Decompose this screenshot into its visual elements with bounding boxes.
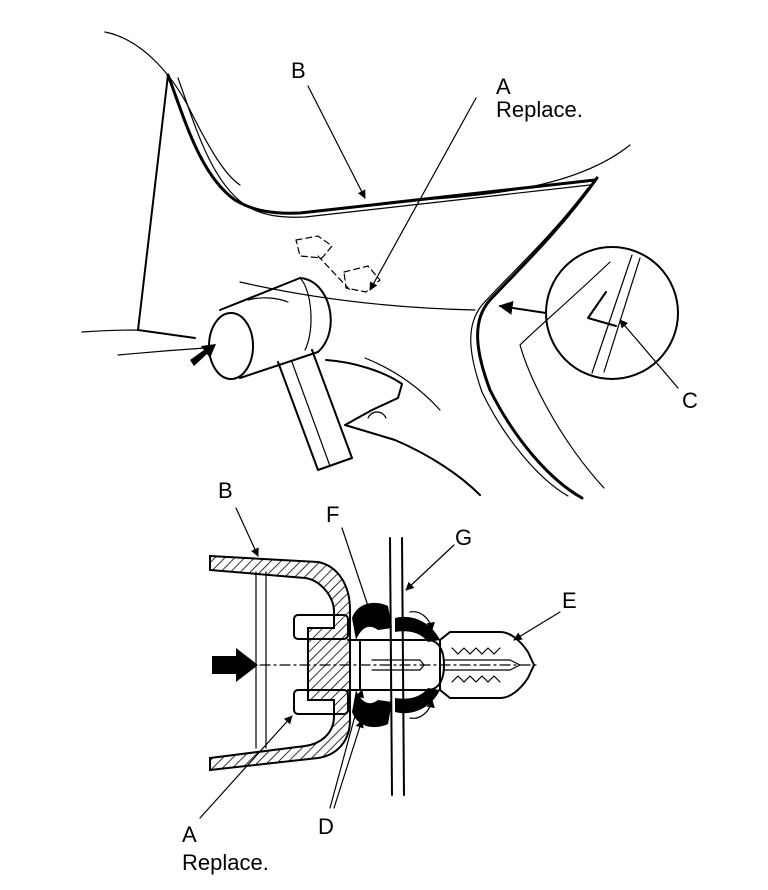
detail-callout-arrow xyxy=(498,300,547,315)
molding-right-edge-outer xyxy=(476,176,599,500)
lower-body-line xyxy=(81,329,141,333)
body-mid-curve xyxy=(239,281,476,311)
hammer-head-back xyxy=(299,277,312,351)
molding-b-upper-edge xyxy=(166,73,597,215)
label-a-bottom-note: Replace. xyxy=(182,850,269,875)
label-d-bottom: D xyxy=(318,814,334,839)
label-b-top: B xyxy=(291,58,306,83)
cross-section-illustration: B F G E D A Replace. xyxy=(182,478,577,875)
hammer-handle-inner xyxy=(291,361,331,467)
body-right-edge xyxy=(519,261,611,489)
clip-hidden-outline-1 xyxy=(295,235,333,259)
leader-b-bottom xyxy=(235,507,259,557)
rotation-arrow-lower xyxy=(409,699,435,719)
detail-v-notch xyxy=(587,291,617,327)
insertion-arrow xyxy=(212,648,258,682)
molding-b-lower-edge xyxy=(177,77,591,218)
panel-g-line-2 xyxy=(401,537,405,796)
molding-b-section xyxy=(209,554,351,772)
bumper-lower-contour-2 xyxy=(364,357,441,411)
leader-a-bottom xyxy=(199,715,293,819)
leader-f-bottom xyxy=(341,527,372,613)
rotation-arrow-upper xyxy=(409,611,435,631)
top-view-illustration: B A Replace. C xyxy=(81,31,698,500)
hammer-handle xyxy=(277,349,353,471)
molding-right-edge-inner xyxy=(470,187,589,497)
pin-e-serrations xyxy=(451,647,501,683)
clip-head-lower xyxy=(293,689,349,715)
label-f-bottom: F xyxy=(326,502,339,527)
leader-d-bottom-2 xyxy=(333,719,364,809)
hammer-head-body xyxy=(219,277,332,379)
leader-b-top xyxy=(307,85,366,199)
label-g-bottom: G xyxy=(455,525,472,550)
plastic-hammer xyxy=(208,277,353,471)
body-panel-outline xyxy=(137,74,196,339)
label-e-bottom: E xyxy=(562,588,577,613)
label-a-top: A xyxy=(496,74,511,99)
body-upper-curve xyxy=(419,144,631,201)
detail-groove-line xyxy=(591,254,633,374)
leader-c-top xyxy=(619,319,679,389)
lower-body-line-2 xyxy=(117,347,206,356)
detail-groove-line-2 xyxy=(603,257,641,373)
label-b-bottom: B xyxy=(218,478,233,503)
clip-body-dark-lower xyxy=(395,688,440,714)
strike-direction-arrow xyxy=(190,344,216,366)
pin-e xyxy=(439,631,535,699)
hammer-head-face xyxy=(208,312,254,380)
hammer-head-ridge xyxy=(247,297,289,303)
clip-head-upper xyxy=(293,614,349,640)
panel-g-line-1 xyxy=(389,537,393,796)
bumper-notch xyxy=(367,411,387,419)
leader-a-top xyxy=(369,97,477,291)
clip-hidden-outline-2 xyxy=(343,265,381,293)
leader-e-bottom xyxy=(513,611,561,641)
leader-g-bottom xyxy=(405,544,455,591)
clip-hidden-stem xyxy=(317,255,351,291)
label-a-bottom: A xyxy=(182,822,197,847)
grommet-f-lower xyxy=(352,690,392,728)
label-c-top: C xyxy=(682,388,698,413)
leader-d-bottom-1 xyxy=(329,689,365,809)
body-outline-curve xyxy=(104,31,241,186)
label-a-top-note: Replace. xyxy=(496,97,583,122)
grommet-f-upper xyxy=(352,602,392,640)
bumper-lower-contour xyxy=(325,359,481,496)
clip-body-dark-upper xyxy=(395,616,440,642)
clip-slot xyxy=(371,659,425,671)
pin-e-center xyxy=(443,659,521,671)
